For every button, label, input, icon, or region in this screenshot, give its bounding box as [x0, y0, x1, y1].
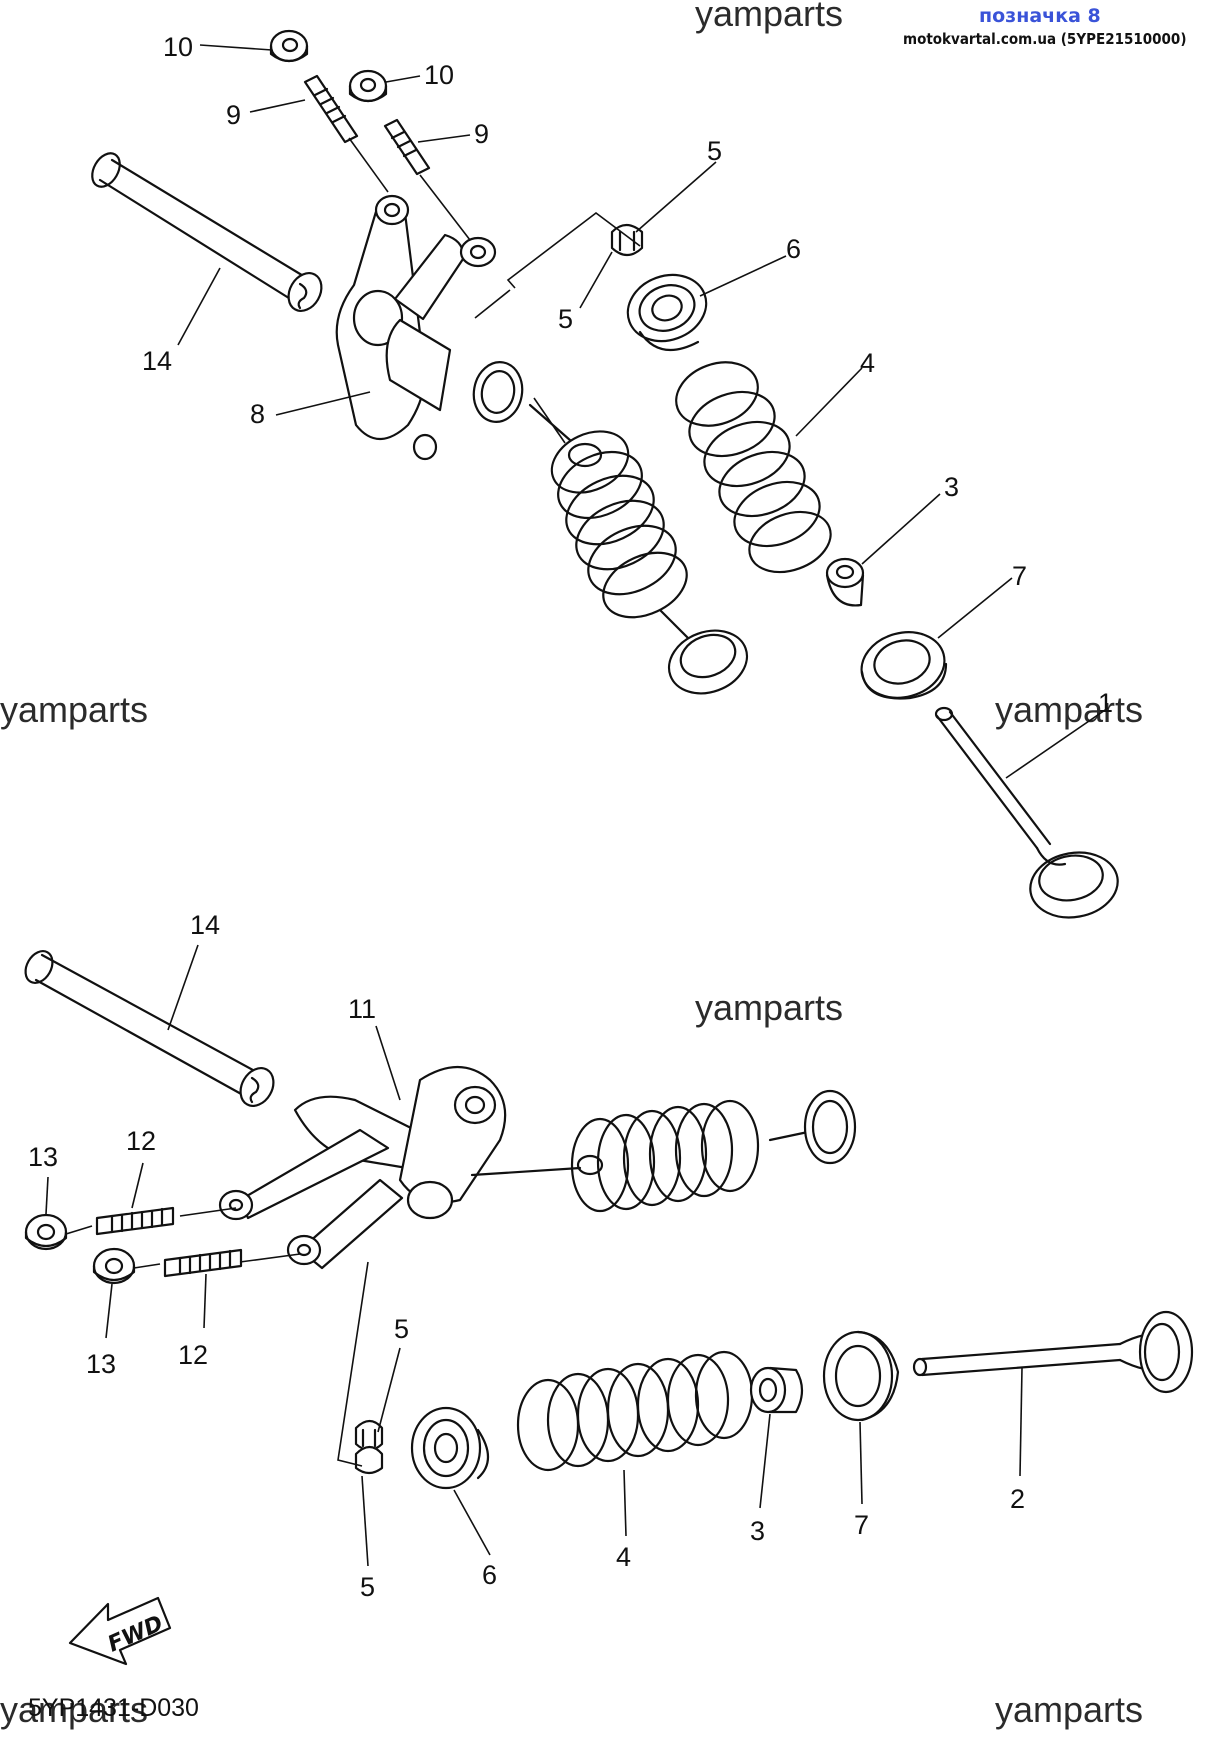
rocker-shaft-lower: [24, 950, 275, 1107]
callout-12b: 12: [178, 1340, 208, 1370]
leader-14b: [167, 944, 199, 1031]
leader-7b: [859, 1421, 863, 1505]
callout-4b: 4: [616, 1542, 631, 1572]
intake-valve: [934, 706, 1119, 919]
leader-9b: [417, 134, 471, 143]
assembled-valve-upper: [528, 403, 749, 695]
watermark-right-mid: yamparts: [995, 689, 1143, 730]
leader-4a: [795, 367, 863, 437]
callout-5d: 5: [360, 1572, 375, 1602]
adjust-screw-lower-a: [95, 1206, 175, 1236]
callout-5b: 5: [558, 304, 573, 334]
spring-seat-upper: [860, 631, 948, 700]
leader-6a: [699, 255, 787, 297]
callout-13b: 13: [86, 1349, 116, 1379]
leader-2: [1019, 1367, 1023, 1477]
leader-1: [1005, 707, 1109, 779]
dash-upper-b: [419, 174, 471, 241]
dash-upper-a: [348, 137, 389, 193]
assembled-valve-lower: [470, 1089, 857, 1213]
header-badge: позначка 8: [979, 5, 1101, 27]
valve-spring-upper: [675, 361, 832, 574]
callout-2: 2: [1010, 1484, 1025, 1514]
adjust-screw-upper-b: [383, 118, 431, 176]
valve-cotter-lower: [354, 1419, 384, 1475]
dash-link-lower: [337, 1261, 369, 1467]
lock-nut-upper-b: [348, 69, 388, 103]
callout-9a: 9: [226, 100, 241, 130]
callout-5a: 5: [707, 136, 722, 166]
leader-12a: [131, 1162, 144, 1209]
exhaust-valve: [912, 1310, 1194, 1394]
dash-upper-d: [533, 397, 566, 444]
callout-9b: 9: [474, 119, 489, 149]
diagram-code: 5YP1431-D030: [28, 1694, 199, 1722]
callout-1: 1: [1098, 688, 1113, 718]
leader-13b: [105, 1283, 113, 1339]
leader-8: [275, 391, 371, 416]
leader-3a: [861, 493, 941, 565]
callout-6b: 6: [482, 1560, 497, 1590]
watermark-bottom-left: yamparts: [0, 1689, 148, 1730]
spring-seat-lower: [822, 1330, 900, 1422]
watermark-left-mid: yamparts: [0, 689, 148, 730]
rocker-shaft-upper: [91, 152, 323, 312]
watermark-center: yamparts: [695, 987, 843, 1028]
leader-11: [375, 1025, 401, 1101]
dash-lower-c: [65, 1225, 93, 1235]
leader-5c: [377, 1347, 401, 1433]
watermark-top: yamparts: [695, 0, 843, 34]
leader-14a: [177, 267, 221, 346]
dash-lower-b: [239, 1253, 301, 1263]
spring-retainer-upper: [626, 273, 708, 352]
callout-3a: 3: [944, 472, 959, 502]
header-source: motokvartal.com.ua (5YPE21510000): [903, 30, 1186, 48]
fwd-arrow-icon: FWD: [68, 1596, 172, 1666]
callout-7b: 7: [854, 1510, 869, 1540]
valve-stem-seal-lower: [749, 1366, 804, 1414]
callout-6a: 6: [786, 234, 801, 264]
callout-12a: 12: [126, 1126, 156, 1156]
rocker-arm-upper: [335, 194, 524, 461]
watermark-bottom-right: yamparts: [995, 1689, 1143, 1730]
callout-10b: 10: [424, 60, 454, 90]
callout-14a: 14: [142, 346, 172, 376]
valve-stem-seal-upper: [825, 557, 865, 607]
callout-13a: 13: [28, 1142, 58, 1172]
callout-8: 8: [250, 399, 265, 429]
leader-13a: [45, 1176, 49, 1215]
leader-4b: [623, 1469, 627, 1537]
leader-12b: [203, 1273, 207, 1329]
leader-6b: [453, 1489, 491, 1556]
valve-cotter-upper: [610, 223, 644, 257]
leader-5a: [635, 161, 717, 233]
dash-upper-c: [474, 289, 511, 319]
callout-4a: 4: [860, 348, 875, 378]
leader-5d: [361, 1475, 369, 1567]
spring-retainer-lower: [410, 1406, 490, 1490]
adjust-screw-upper-a: [303, 74, 359, 144]
lock-nut-lower-b: [92, 1247, 136, 1285]
adjust-screw-lower-b: [163, 1248, 243, 1278]
dash-lower-d: [133, 1263, 161, 1269]
callout-10a: 10: [163, 32, 193, 62]
callout-11: 11: [348, 994, 376, 1024]
leader-3b: [759, 1413, 771, 1509]
rocker-arm-lower: [218, 1065, 507, 1270]
leader-9a: [249, 99, 306, 113]
leader-5b: [579, 251, 613, 309]
leader-10a: [199, 44, 273, 51]
callout-7a: 7: [1012, 561, 1027, 591]
callout-3b: 3: [750, 1516, 765, 1546]
lock-nut-upper-a: [269, 29, 309, 63]
leader-10b: [385, 75, 421, 83]
dash-link-upper: [506, 211, 641, 289]
dash-lower-a: [179, 1207, 237, 1217]
leader-7a: [937, 577, 1013, 639]
lock-nut-lower-a: [24, 1213, 68, 1251]
callout-5c: 5: [394, 1314, 409, 1344]
callout-14b: 14: [190, 910, 220, 940]
valve-spring-lower: [516, 1350, 754, 1472]
